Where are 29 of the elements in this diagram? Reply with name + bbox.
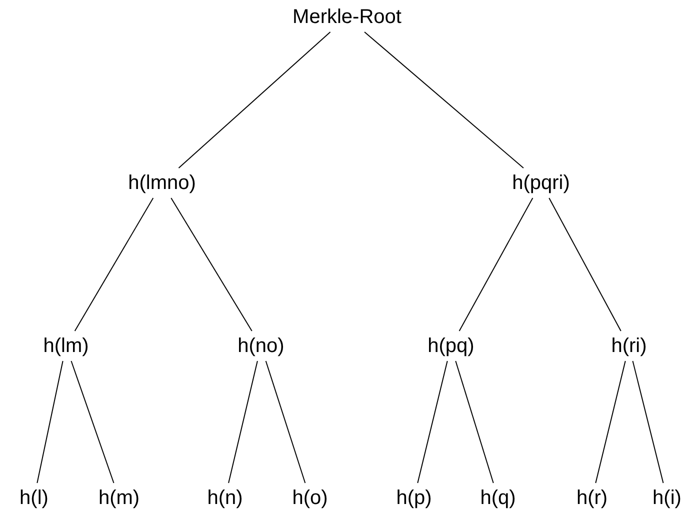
- tree-edge: [228, 360, 258, 484]
- tree-node-label: h(p): [396, 486, 432, 510]
- tree-edge: [178, 32, 331, 168]
- tree-node-label: h(i): [652, 486, 682, 510]
- tree-node-label: h(lm): [43, 334, 89, 358]
- tree-node-label: Merkle-Root: [292, 5, 402, 29]
- tree-edge: [364, 32, 524, 168]
- tree-node-label: h(o): [292, 486, 328, 510]
- tree-node-label: h(pq): [428, 334, 474, 358]
- tree-edge: [548, 198, 622, 332]
- tree-edge: [70, 360, 114, 484]
- tree-edge: [36, 360, 64, 484]
- tree-edge: [417, 360, 448, 484]
- tree-edge: [458, 198, 534, 332]
- tree-edge: [74, 198, 154, 332]
- tree-node-label: h(lmno): [128, 171, 196, 195]
- tree-edge: [170, 198, 252, 332]
- tree-node-label: h(n): [207, 486, 243, 510]
- tree-edge: [595, 360, 626, 484]
- tree-edge: [265, 360, 306, 484]
- tree-node-label: h(r): [576, 486, 608, 510]
- tree-node-label: h(ri): [611, 334, 647, 358]
- tree-node-label: h(l): [20, 486, 48, 510]
- tree-node-label: h(m): [98, 486, 140, 510]
- tree-node-label: h(no): [238, 334, 284, 358]
- tree-node-label: h(q): [480, 486, 516, 510]
- tree-edge: [632, 360, 664, 484]
- tree-edge: [455, 360, 494, 484]
- tree-node-label: h(pqri): [512, 171, 570, 195]
